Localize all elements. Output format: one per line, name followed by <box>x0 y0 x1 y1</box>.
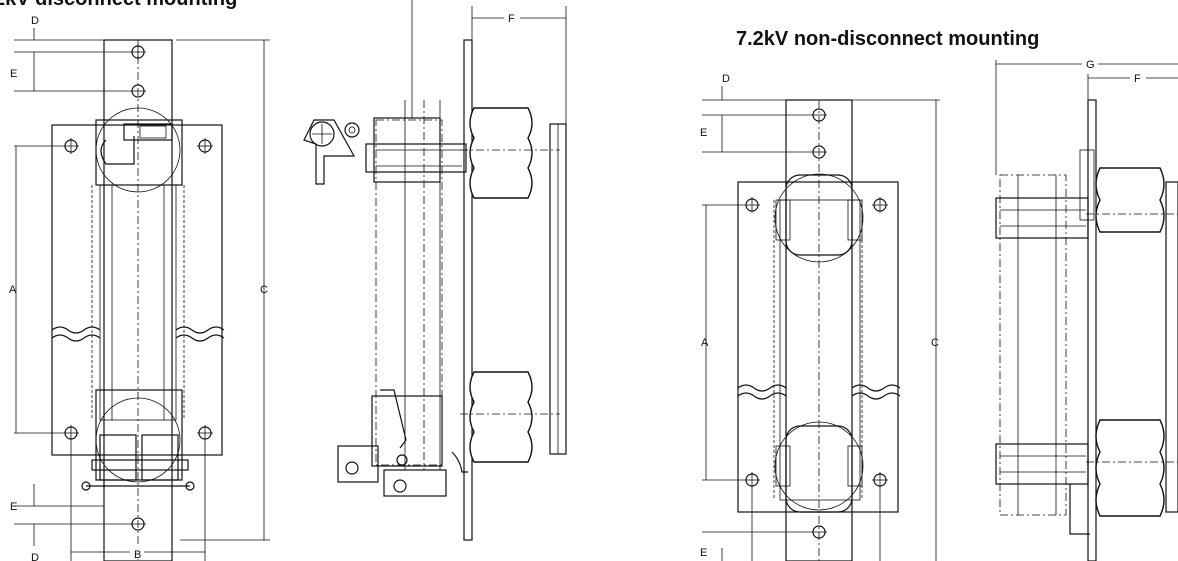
right-side-view: G F <box>995 57 1178 561</box>
dimension-label-d: D <box>722 73 730 85</box>
dimension-label-f: F <box>508 13 515 25</box>
right-front-view: D E A C E <box>700 73 940 561</box>
left-front-view: D E A E D C B <box>9 15 270 561</box>
dimension-label-b: B <box>134 549 141 561</box>
dimension-label-e: E <box>10 501 17 513</box>
left-drawing-title: 2kV disconnect mounting <box>0 0 237 11</box>
dimension-label-e: E <box>700 127 707 139</box>
right-drawing-title: 7.2kV non-disconnect mounting <box>736 28 1040 50</box>
dimension-label-c: C <box>260 284 268 296</box>
dimension-label-f: F <box>1134 73 1141 85</box>
dimension-label-c: C <box>931 337 939 349</box>
dimension-label-g: G <box>1086 59 1095 71</box>
dimension-label-a: A <box>9 284 17 296</box>
dimension-label-a: A <box>701 337 709 349</box>
dimension-label-d: D <box>31 552 39 561</box>
dimension-label-e: E <box>10 68 17 80</box>
left-side-view: F <box>303 0 567 541</box>
dimension-label-e: E <box>700 547 707 559</box>
dimension-label-d: D <box>31 15 39 27</box>
